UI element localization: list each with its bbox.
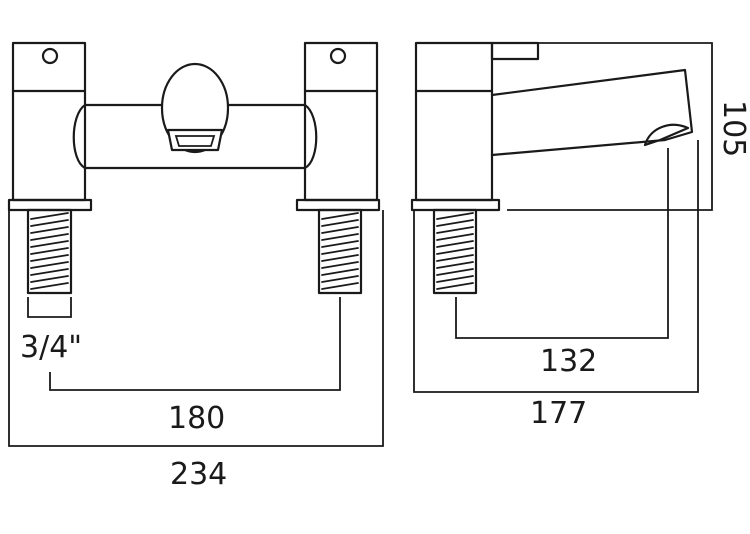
height-label: 105: [716, 100, 750, 157]
right-tail-thread: [321, 233, 359, 241]
overall-depth-label: 177: [530, 396, 587, 431]
right-pillar-indicator: [329, 47, 347, 65]
bridge-body: [72, 103, 318, 170]
left-tail-thread: [30, 226, 69, 234]
left-tail-outline: [26, 208, 73, 295]
centres-label: 180: [168, 401, 225, 436]
side-tail-thread: [436, 233, 474, 241]
side-threaded-tail: [432, 208, 478, 295]
left-pillar-indicator: [41, 47, 59, 65]
side-tail-thread: [436, 261, 474, 269]
left-tail-thread: [30, 240, 69, 248]
lever-knob: [160, 62, 230, 154]
side-tail-thread: [436, 247, 474, 255]
right-tail-thread: [321, 226, 359, 234]
side-tail-thread: [436, 212, 474, 220]
right-tail-thread: [321, 240, 359, 248]
right-tail-thread: [321, 254, 359, 262]
spout-reach-label: 132: [540, 344, 597, 379]
overall-width-dimension-line: [8, 210, 384, 447]
right-tail-thread: [321, 219, 359, 227]
left-base-plate: [7, 198, 93, 212]
spout-reach-dimension-line: [455, 148, 669, 339]
spout-body: [490, 68, 694, 157]
left-pillar: [11, 41, 87, 202]
right-pillar: [303, 41, 379, 202]
overall-width-label: 234: [170, 457, 227, 492]
left-tail-thread: [30, 282, 69, 290]
left-tail-thread: [30, 275, 69, 283]
right-tail-thread: [321, 261, 359, 269]
side-view: [410, 41, 713, 393]
lever-knob-grip-inner: [174, 135, 216, 147]
side-tail-thread: [436, 282, 474, 290]
right-pillar-body: [303, 41, 379, 202]
right-base-plate: [295, 198, 381, 212]
right-tail-thread: [321, 247, 359, 255]
left-tail-thread: [30, 247, 69, 255]
front-view: [7, 41, 384, 447]
right-threaded-tail: [317, 208, 363, 295]
side-tail-outline: [432, 208, 478, 295]
right-tail-thread: [321, 282, 359, 290]
left-pillar-body: [11, 41, 87, 202]
right-tail-outline: [317, 208, 363, 295]
left-tail-thread: [30, 219, 69, 227]
right-tail-thread: [321, 268, 359, 276]
side-pillar-body: [414, 41, 494, 202]
thread-size-label: 3/4": [20, 330, 82, 365]
overall-depth-dimension-line: [413, 140, 699, 393]
side-tail-thread: [436, 254, 474, 262]
thread-size-bracket: [27, 297, 72, 318]
height-dimension-line: [507, 42, 713, 211]
side-tail-thread: [436, 275, 474, 283]
spout-outlet: [643, 123, 690, 147]
left-tail-thread: [30, 261, 69, 269]
left-tail-thread: [30, 212, 69, 220]
right-tail-thread: [321, 212, 359, 220]
right-tail-thread: [321, 275, 359, 283]
side-tail-thread: [436, 219, 474, 227]
side-lever-handle: [490, 41, 540, 61]
centres-dimension-line: [49, 297, 341, 391]
left-tail-thread: [30, 254, 69, 262]
side-tail-thread: [436, 226, 474, 234]
side-tail-thread: [436, 240, 474, 248]
lever-knob-grip: [166, 128, 224, 152]
side-tail-thread: [436, 268, 474, 276]
side-base-plate: [410, 198, 501, 212]
left-threaded-tail: [26, 208, 73, 295]
left-tail-thread: [30, 268, 69, 276]
left-tail-thread: [30, 233, 69, 241]
